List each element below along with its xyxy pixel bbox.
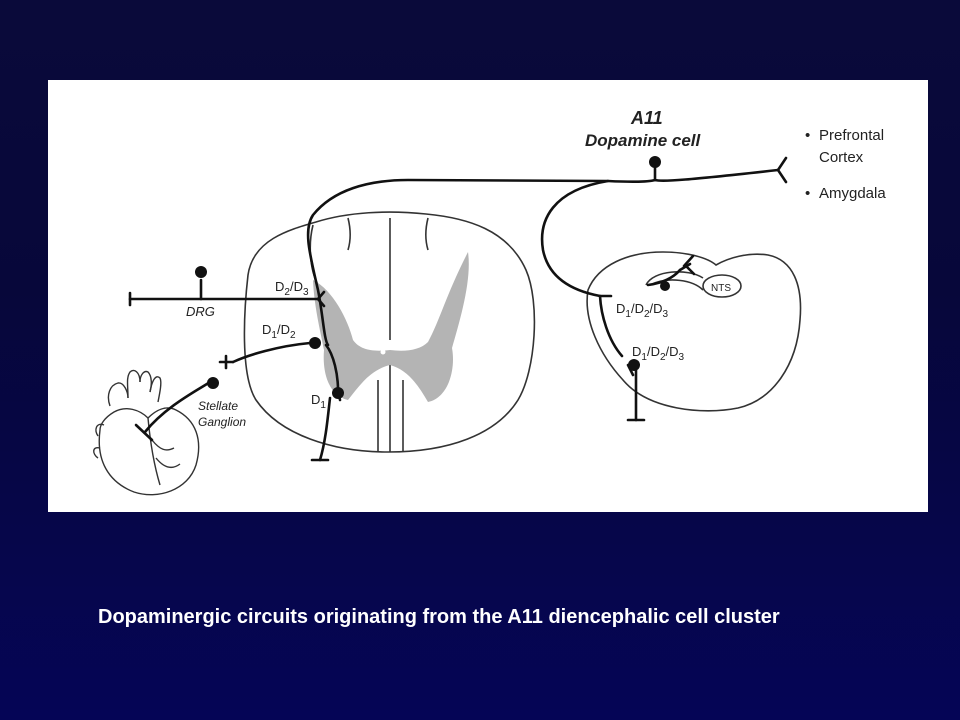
figure-panel: A11 Dopamine cell • Prefrontal Cortex • …	[48, 80, 928, 512]
receptor-d1d2-label: D1/D2	[262, 322, 296, 341]
receptor-d1d2d3-upper-label: D1/D2/D3	[616, 301, 669, 320]
terminal-d1d2	[309, 337, 321, 349]
brainstem-section	[586, 251, 802, 412]
a11-title: A11	[630, 108, 663, 128]
terminal-nts	[660, 281, 670, 291]
cell-bodies	[195, 156, 670, 399]
dopamine-circuit-diagram: A11 Dopamine cell • Prefrontal Cortex • …	[93, 108, 886, 496]
a11-subtitle: Dopamine cell	[585, 131, 702, 150]
target-prefrontal-line2: Cortex	[819, 149, 864, 166]
stellate-label-line1: Stellate	[198, 399, 238, 413]
drg-cell-body	[195, 266, 207, 278]
bullet-prefrontal: •	[805, 127, 810, 144]
receptor-d2d3-label: D2/D3	[275, 279, 309, 298]
receptor-d1d2d3-lower-label: D1/D2/D3	[632, 344, 685, 363]
terminal-lower-brainstem	[628, 359, 640, 371]
stellate-label-line2: Ganglion	[198, 415, 246, 429]
drg-label: DRG	[186, 304, 215, 319]
bullet-amygdala: •	[805, 185, 810, 202]
stellate-cell-body	[207, 377, 219, 389]
target-prefrontal-line1: Prefrontal	[819, 127, 884, 144]
gray-matter	[313, 252, 469, 402]
a11-cell-body	[649, 156, 661, 168]
central-canal	[380, 349, 386, 355]
neural-pathways	[128, 156, 788, 462]
nts-label: NTS	[711, 283, 731, 294]
spinal-cord-section	[243, 211, 536, 453]
heart-illustration	[93, 369, 200, 496]
receptor-d1-label: D1	[311, 392, 326, 411]
terminal-d1	[332, 387, 344, 399]
target-amygdala: Amygdala	[819, 185, 886, 202]
slide-caption: Dopaminergic circuits originating from t…	[98, 606, 780, 628]
